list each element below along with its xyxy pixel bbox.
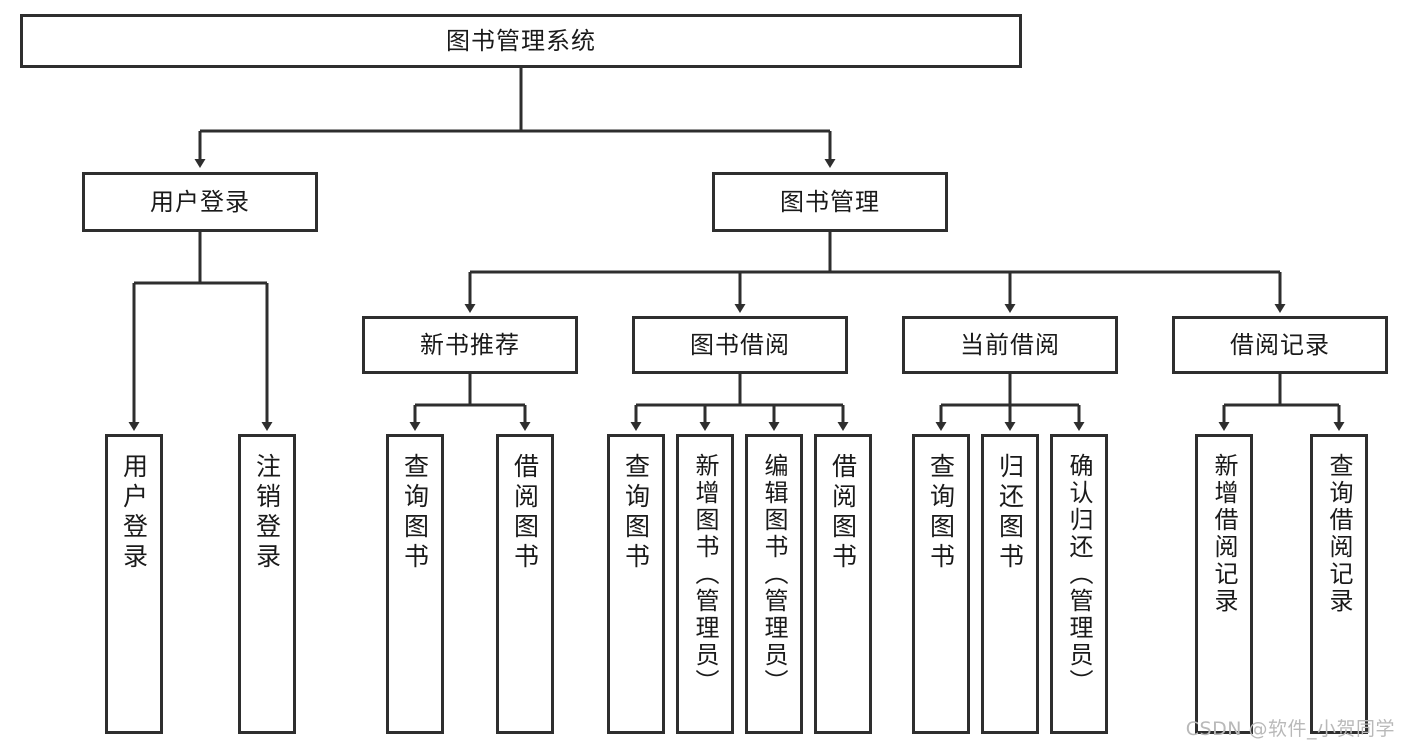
node-label: 借阅图书 <box>510 453 540 573</box>
node-user-login[interactable]: 用户登录 <box>82 172 318 232</box>
node-label: 用户登录 <box>119 453 149 573</box>
node-label: 新增借阅记录 <box>1210 453 1238 615</box>
node-leaf-query-borrow-record[interactable]: 查询借阅记录 <box>1310 434 1368 734</box>
node-leaf-query-book-recommend[interactable]: 查询图书 <box>386 434 444 734</box>
node-label: 编辑图书（管理员） <box>760 453 788 696</box>
node-leaf-borrow-book-recommend[interactable]: 借阅图书 <box>496 434 554 734</box>
node-label: 新增图书（管理员） <box>691 453 719 696</box>
node-label: 图书借阅 <box>690 331 790 359</box>
node-label: 图书管理 <box>780 188 880 216</box>
node-label: 借阅记录 <box>1230 331 1330 359</box>
node-label: 图书管理系统 <box>446 27 596 55</box>
node-label: 用户登录 <box>150 188 250 216</box>
node-leaf-user-login[interactable]: 用户登录 <box>105 434 163 734</box>
node-new-book-recommend[interactable]: 新书推荐 <box>362 316 578 374</box>
node-label: 借阅图书 <box>828 453 858 573</box>
node-label: 查询图书 <box>926 453 956 573</box>
node-leaf-query-book-current[interactable]: 查询图书 <box>912 434 970 734</box>
node-leaf-confirm-return-admin[interactable]: 确认归还（管理员） <box>1050 434 1108 734</box>
node-leaf-add-borrow-record[interactable]: 新增借阅记录 <box>1195 434 1253 734</box>
node-leaf-logout[interactable]: 注销登录 <box>238 434 296 734</box>
node-label: 查询图书 <box>621 453 651 573</box>
node-leaf-add-book-admin[interactable]: 新增图书（管理员） <box>676 434 734 734</box>
node-book-borrow[interactable]: 图书借阅 <box>632 316 848 374</box>
node-leaf-borrow-book[interactable]: 借阅图书 <box>814 434 872 734</box>
node-leaf-query-book-borrow[interactable]: 查询图书 <box>607 434 665 734</box>
node-leaf-edit-book-admin[interactable]: 编辑图书（管理员） <box>745 434 803 734</box>
node-label: 新书推荐 <box>420 331 520 359</box>
node-label: 查询借阅记录 <box>1325 453 1353 615</box>
node-label: 当前借阅 <box>960 331 1060 359</box>
node-label: 归还图书 <box>995 453 1025 573</box>
node-book-management[interactable]: 图书管理 <box>712 172 948 232</box>
node-label: 查询图书 <box>400 453 430 573</box>
node-label: 确认归还（管理员） <box>1065 453 1093 696</box>
node-label: 注销登录 <box>252 453 282 573</box>
node-current-borrow[interactable]: 当前借阅 <box>902 316 1118 374</box>
node-borrow-record[interactable]: 借阅记录 <box>1172 316 1388 374</box>
node-leaf-return-book[interactable]: 归还图书 <box>981 434 1039 734</box>
node-book-management-system[interactable]: 图书管理系统 <box>20 14 1022 68</box>
